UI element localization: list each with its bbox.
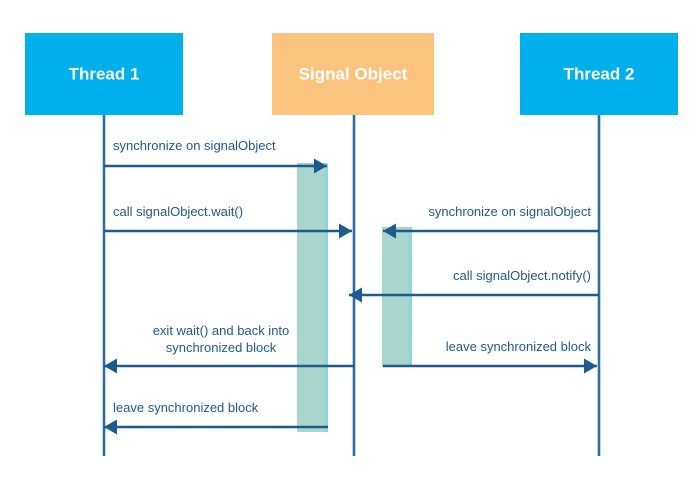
participant-thread1[interactable]: Thread 1 — [25, 33, 183, 115]
arrowhead-msg-call-wait — [339, 223, 352, 239]
arrowhead-msg-leave-sync-t2 — [584, 358, 597, 374]
message-msg-call-notify[interactable]: call signalObject.notify() — [349, 268, 599, 303]
participant-box-thread1[interactable] — [25, 33, 183, 115]
message-msg-sync-t1[interactable]: synchronize on signalObject — [104, 138, 327, 174]
messages-layer: synchronize on signalObject call signalOb… — [104, 138, 599, 435]
participant-boxes-layer: Thread 1 Signal Object Thread 2 — [25, 33, 678, 115]
participant-box-thread2[interactable] — [520, 33, 678, 115]
participant-label-thread1: Thread 1 — [69, 64, 140, 83]
arrowhead-msg-sync-t1 — [314, 158, 327, 174]
arrowhead-msg-leave-sync-t1 — [104, 419, 117, 435]
message-msg-call-wait[interactable]: call signalObject.wait() — [104, 204, 352, 239]
arrowhead-msg-sync-t2 — [383, 223, 396, 239]
message-msg-leave-sync-t2[interactable]: leave synchronized block — [383, 339, 597, 374]
participant-box-signal[interactable] — [272, 33, 434, 115]
activations-layer — [297, 163, 412, 432]
participant-label-thread2: Thread 2 — [564, 64, 635, 83]
message-label-msg-call-notify: call signalObject.notify() — [453, 268, 591, 283]
message-label-msg-call-wait: call signalObject.wait() — [113, 204, 243, 219]
activation-bar-edge-signal — [325, 163, 328, 432]
activation-bar-signal — [297, 163, 328, 432]
lifelines-layer — [102, 115, 601, 456]
participant-signal[interactable]: Signal Object — [272, 33, 434, 115]
activation-bar-thread2 — [382, 227, 412, 367]
activation-bar-edge-thread2 — [409, 227, 412, 367]
arrowhead-msg-call-notify — [349, 287, 362, 303]
message-msg-sync-t2[interactable]: synchronize on signalObject — [383, 204, 599, 239]
message-label-msg-sync-t1: synchronize on signalObject — [113, 138, 276, 153]
message-label-msg-sync-t2: synchronize on signalObject — [428, 204, 591, 219]
participant-thread2[interactable]: Thread 2 — [520, 33, 678, 115]
message-label-msg-leave-sync-t1: leave synchronized block — [113, 400, 259, 415]
arrowhead-msg-exit-wait — [104, 358, 117, 374]
message-label-msg-leave-sync-t2: leave synchronized block — [446, 339, 592, 354]
participant-label-signal: Signal Object — [299, 64, 408, 83]
message-msg-leave-sync-t1[interactable]: leave synchronized block — [104, 400, 328, 435]
